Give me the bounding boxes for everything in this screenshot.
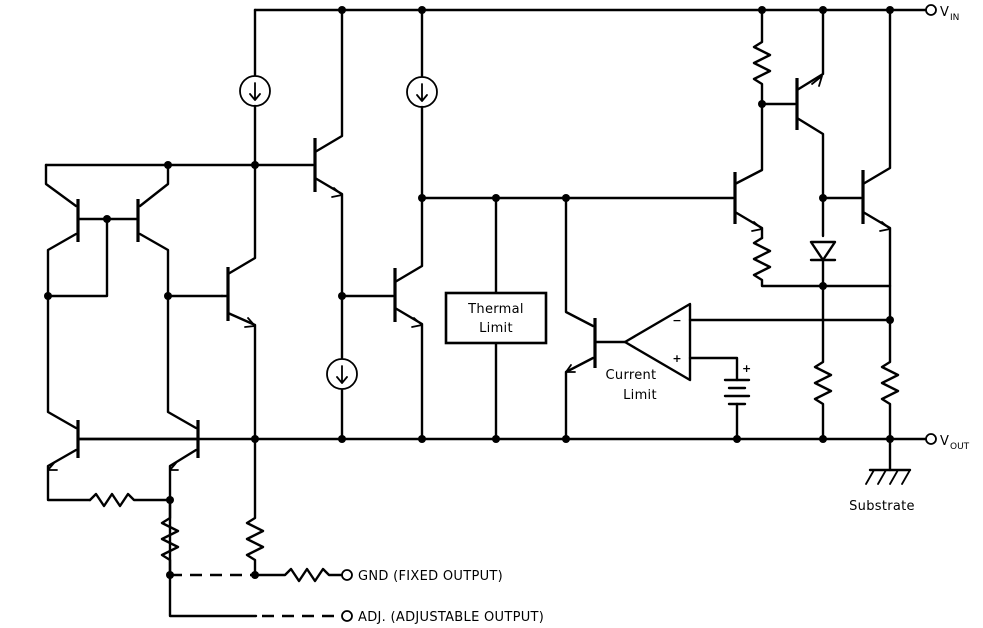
gnd-terminal: GND (FIXED OUTPUT) <box>341 569 503 584</box>
vout-label: V <box>940 434 949 449</box>
vout-terminal: V OUT <box>925 433 970 452</box>
pnp-bias-resistor <box>752 8 772 106</box>
reference-battery: + <box>723 362 751 441</box>
pass-transistor <box>821 8 892 322</box>
bias-resistor <box>88 492 172 508</box>
current-limit-label-1: Current <box>606 368 657 383</box>
substrate-ground: Substrate <box>849 437 915 514</box>
driver-bus <box>420 196 735 441</box>
gnd-adj-links <box>168 573 340 618</box>
vin-subscript: IN <box>950 13 959 23</box>
current-source-2 <box>406 8 438 200</box>
opamp-plus: + <box>672 352 681 365</box>
left-column-wiring <box>46 163 257 577</box>
substrate-label: Substrate <box>849 499 915 514</box>
vin-label: V <box>940 5 949 20</box>
adj-label: ADJ. (ADJUSTABLE OUTPUT) <box>358 610 544 625</box>
thermal-limit-block: Thermal Limit <box>444 291 548 345</box>
transistor-q6 <box>733 102 764 240</box>
adj-resistor <box>160 498 180 577</box>
current-limit-label-2: Limit <box>623 388 657 403</box>
opamp-minus: − <box>672 314 681 327</box>
current-limit-transistor <box>564 196 627 441</box>
transistor-q4 <box>253 8 344 298</box>
transistor-q5 <box>340 196 424 441</box>
sense-resistor-left <box>813 284 833 441</box>
adj-terminal: ADJ. (ADJUSTABLE OUTPUT) <box>341 610 544 625</box>
current-source-3 <box>326 294 358 441</box>
thermal-limit-label-2: Limit <box>479 321 513 336</box>
q6-emitter-resistor <box>752 236 825 288</box>
transistor-q3 <box>220 163 257 441</box>
gnd-label: GND (FIXED OUTPUT) <box>358 569 503 584</box>
gnd-resistor <box>245 437 344 583</box>
sense-resistor-right <box>880 318 900 441</box>
vout-subscript: OUT <box>950 442 970 452</box>
junction-dots <box>44 6 894 579</box>
current-limit-opamp: − + Current Limit <box>606 302 892 403</box>
vin-terminal: V IN <box>925 4 959 23</box>
left-current-mirror <box>44 163 170 298</box>
protection-diode <box>809 196 863 288</box>
current-source-1 <box>239 8 271 167</box>
pnp-transistor <box>760 8 825 200</box>
battery-plus: + <box>742 362 751 375</box>
thermal-limit-label-1: Thermal <box>467 302 524 317</box>
